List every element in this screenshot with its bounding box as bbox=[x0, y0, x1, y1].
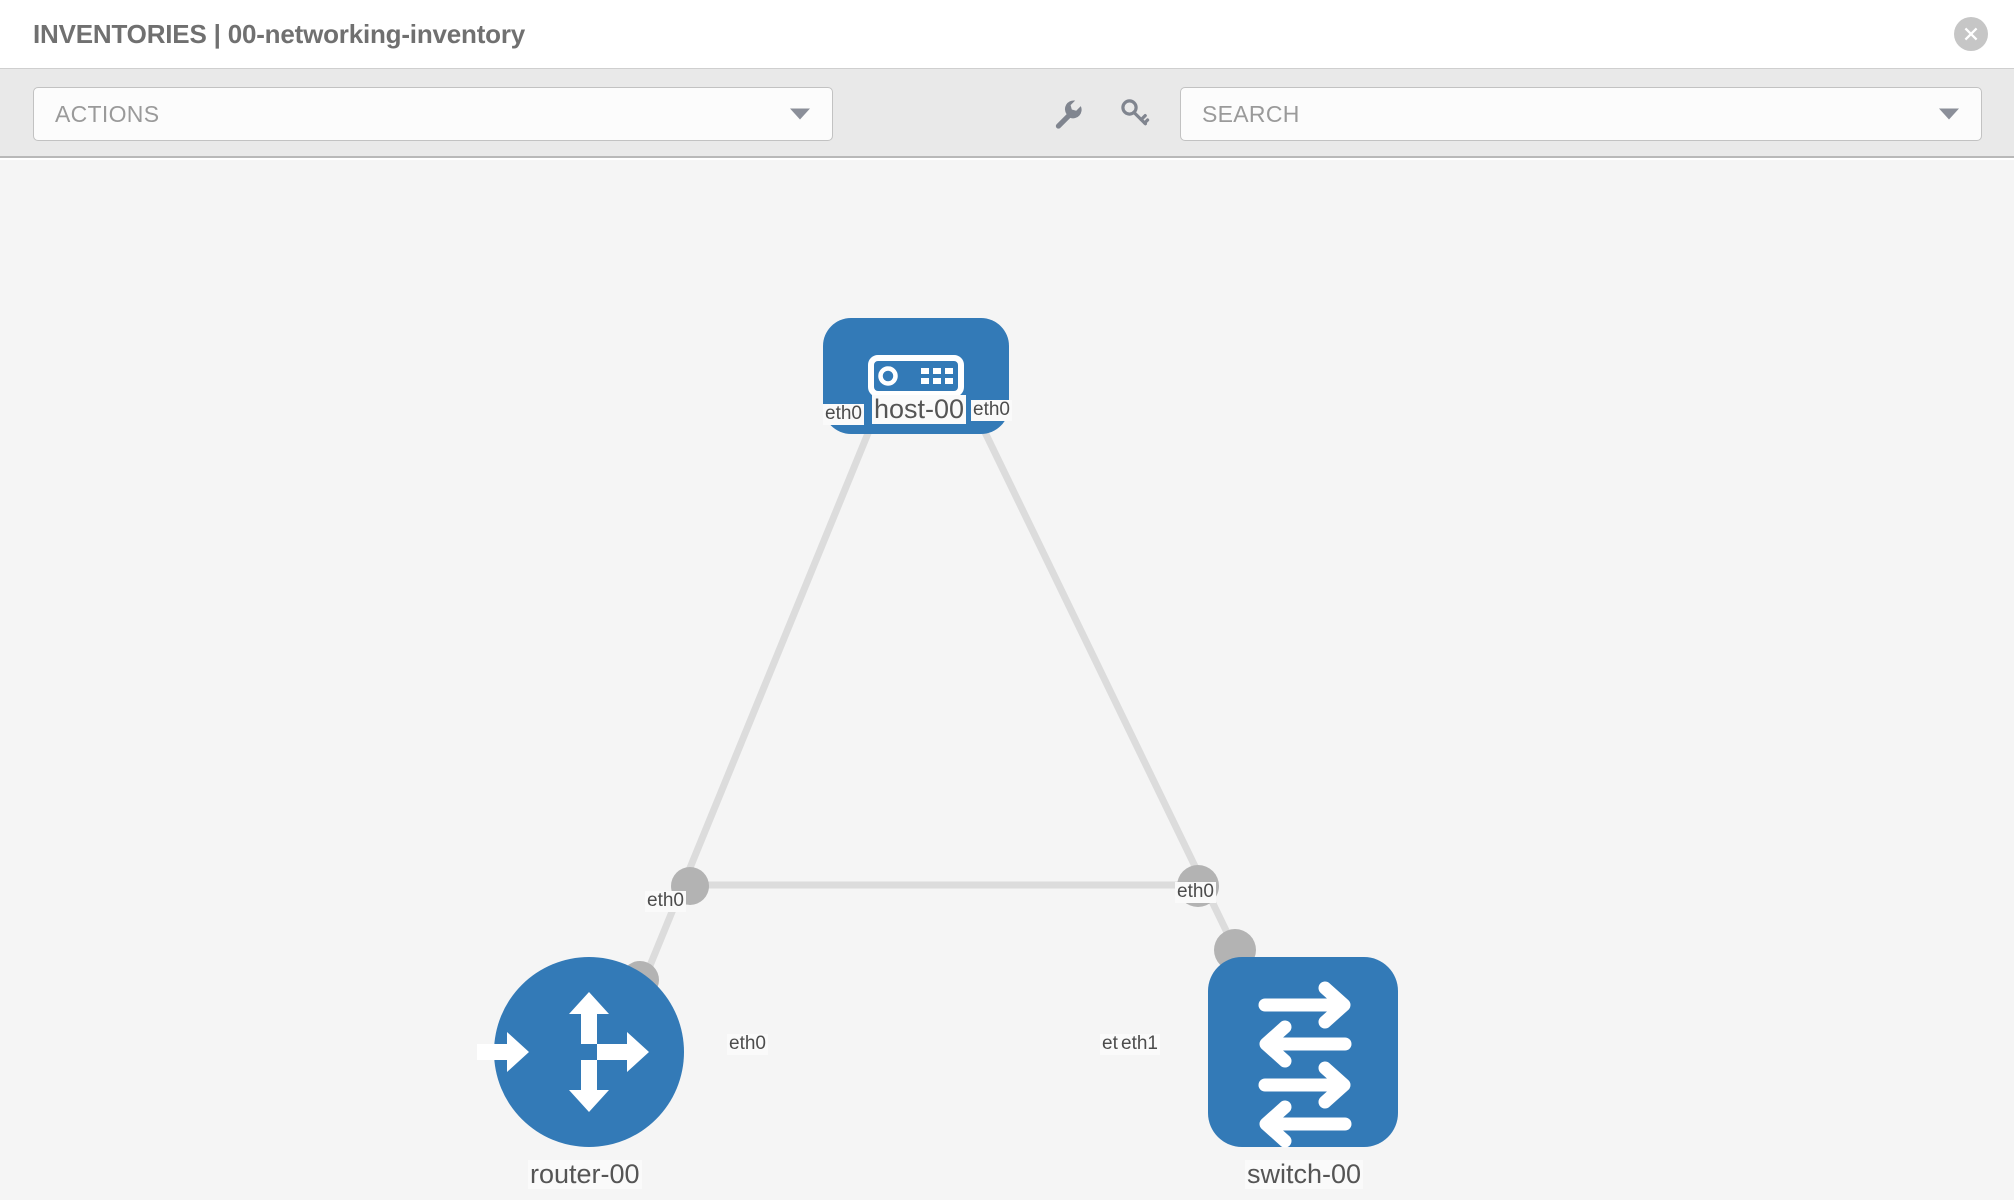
chevron-down-icon[interactable] bbox=[1939, 108, 1959, 120]
edge-label-host-right: eth0 bbox=[971, 399, 1012, 421]
node-router-00[interactable] bbox=[477, 957, 684, 1147]
edge-label-switch-up: eth0 bbox=[1175, 881, 1216, 903]
toolbar: ACTIONS SEARCH bbox=[0, 68, 2014, 158]
node-label-router: router-00 bbox=[528, 1159, 642, 1190]
topology-graph bbox=[477, 318, 1398, 1148]
node-switch-00[interactable] bbox=[1208, 957, 1398, 1148]
page-title: INVENTORIES | 00-networking-inventory bbox=[33, 18, 526, 49]
close-icon[interactable] bbox=[1954, 17, 1988, 51]
edge-label-router-up: eth0 bbox=[645, 890, 686, 912]
actions-dropdown[interactable]: ACTIONS bbox=[33, 87, 833, 141]
chevron-down-icon bbox=[790, 108, 810, 120]
key-icon[interactable] bbox=[1113, 92, 1155, 134]
edge-label-switch-left: eth1 bbox=[1119, 1033, 1160, 1055]
edge-label-host-left: eth0 bbox=[823, 403, 864, 425]
search-input[interactable]: SEARCH bbox=[1180, 87, 1982, 141]
actions-dropdown-label: ACTIONS bbox=[55, 100, 160, 127]
node-label-host: host-00 bbox=[872, 394, 967, 425]
wrench-icon[interactable] bbox=[1046, 92, 1088, 134]
search-placeholder: SEARCH bbox=[1202, 100, 1300, 127]
node-label-switch: switch-00 bbox=[1245, 1159, 1364, 1190]
page-header: INVENTORIES | 00-networking-inventory bbox=[0, 0, 2014, 68]
edge-label-router-right: eth0 bbox=[727, 1033, 768, 1055]
topology-canvas[interactable]: host-00 router-00 switch-00 eth0 eth0 et… bbox=[0, 160, 2014, 1200]
topology-links bbox=[636, 358, 1254, 992]
